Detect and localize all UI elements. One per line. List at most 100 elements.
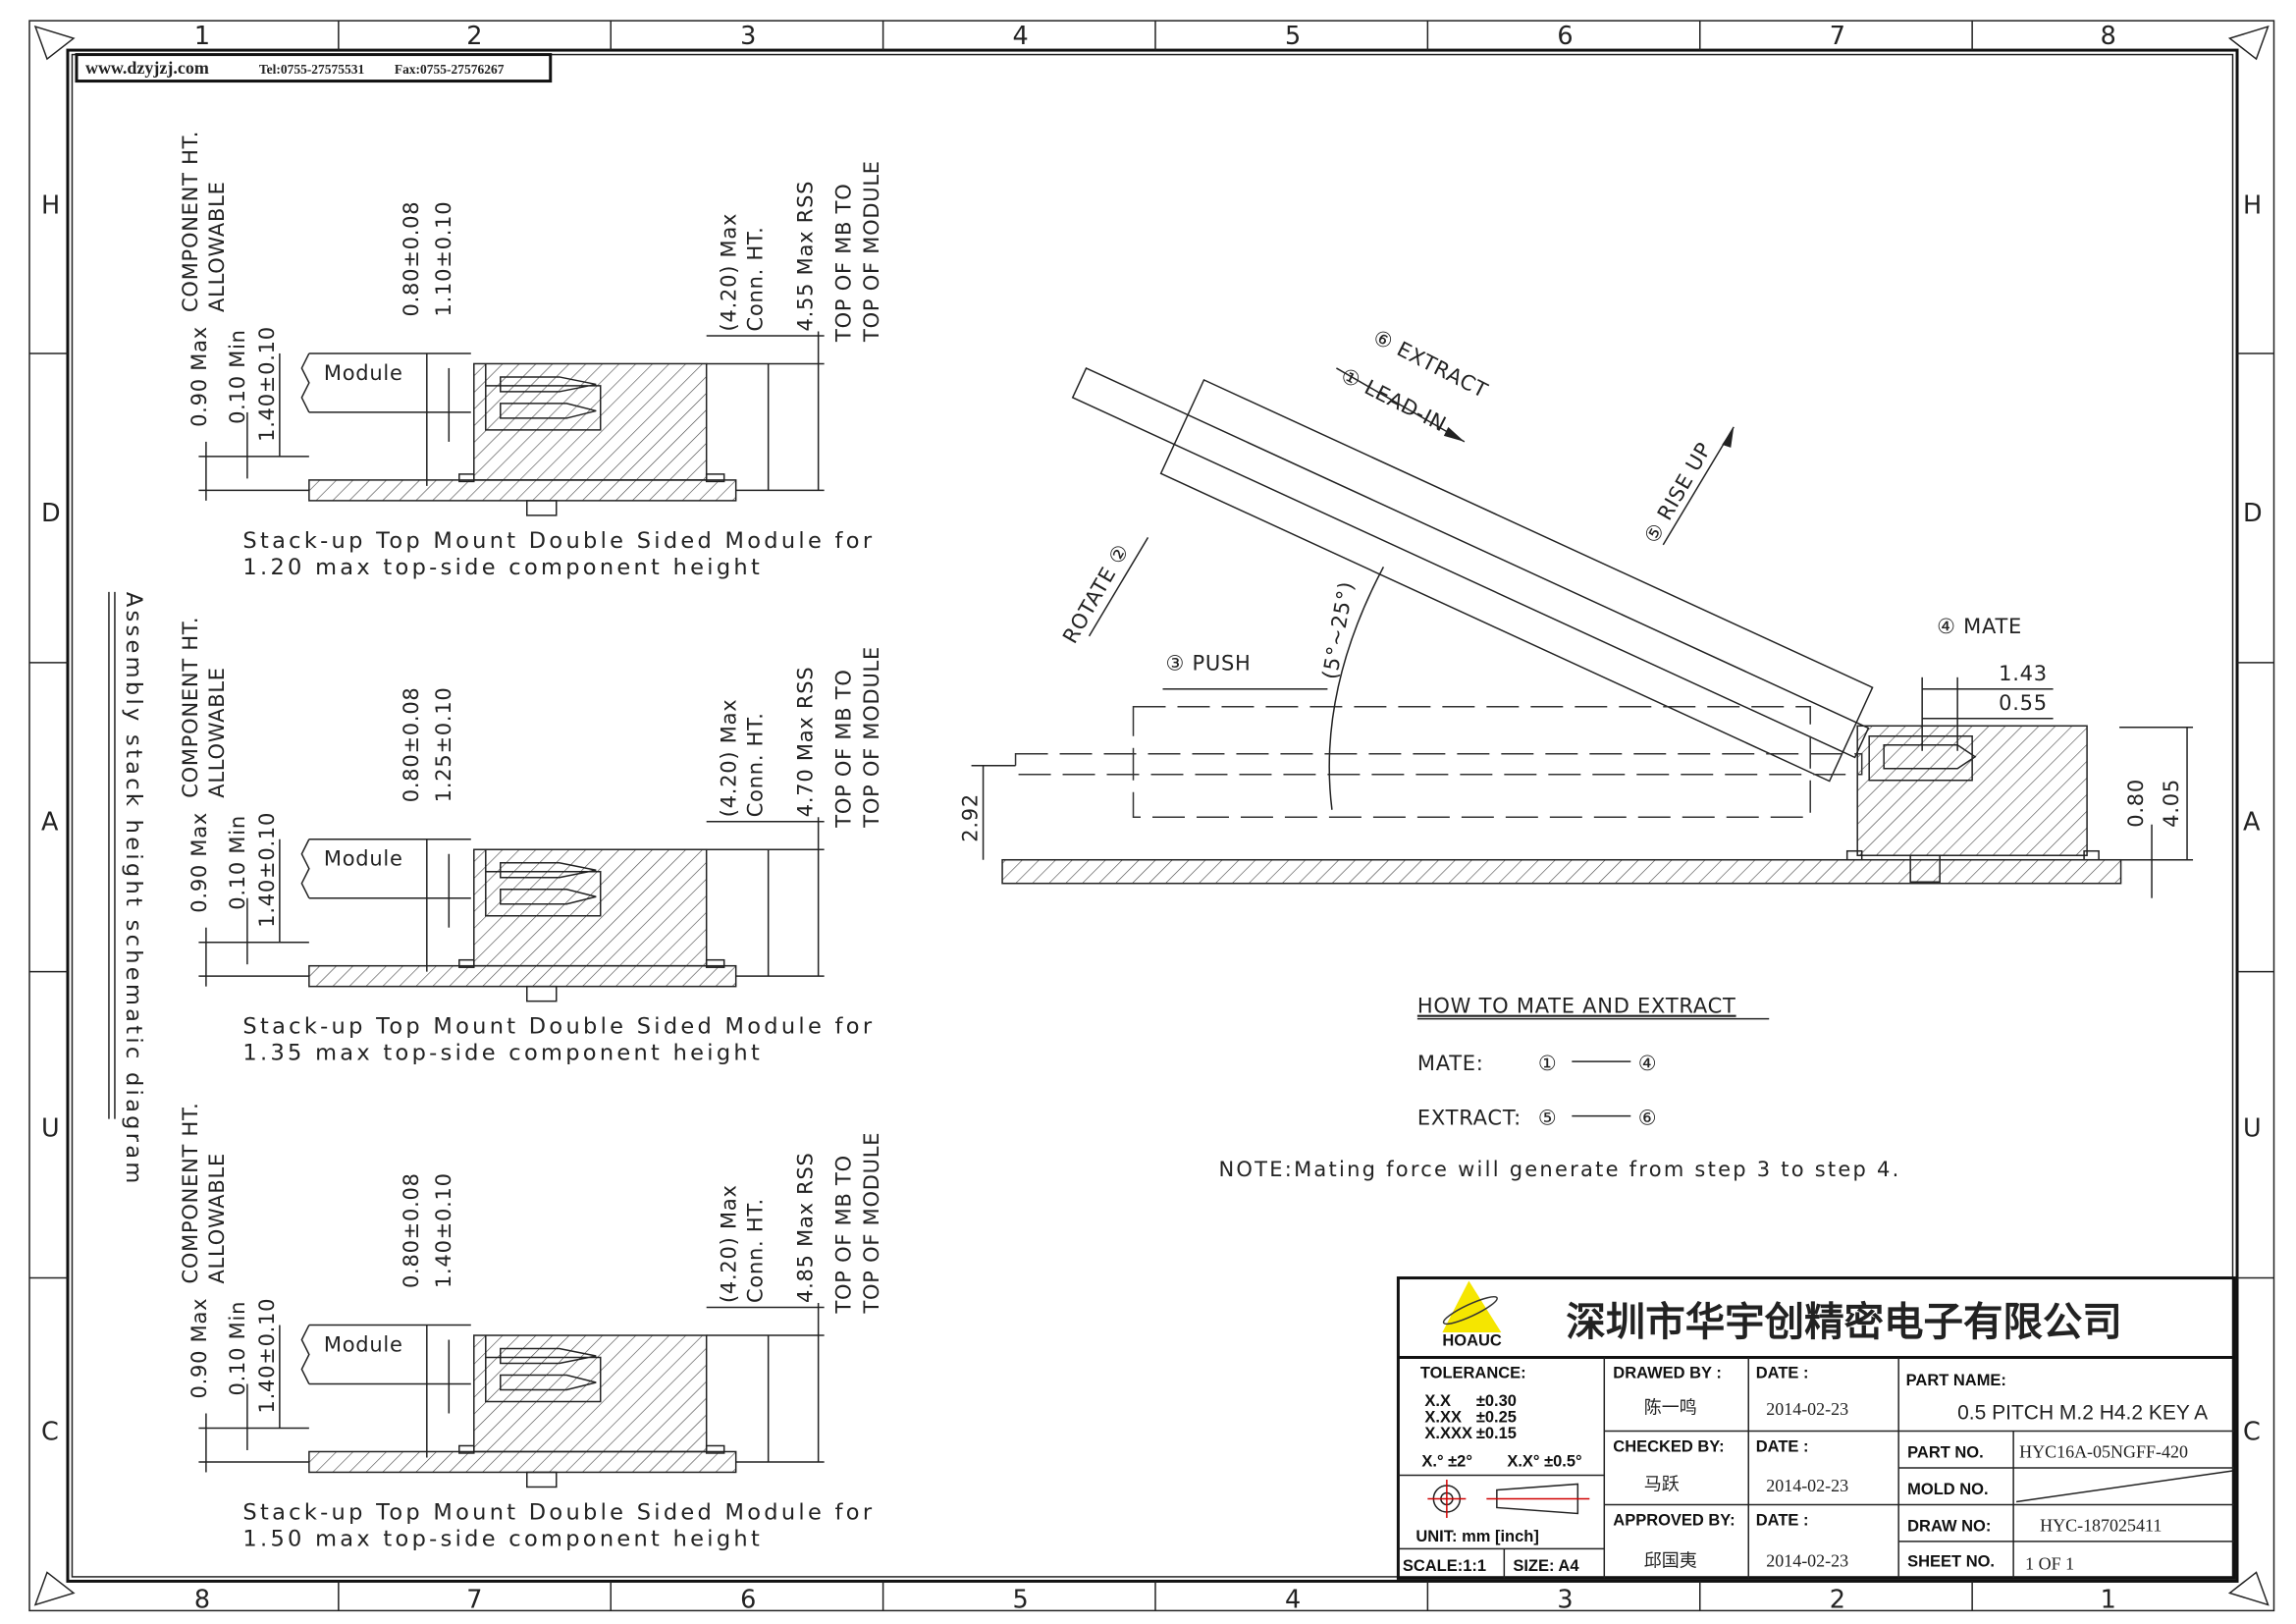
tel-text: Tel:0755-27575531 [259, 62, 365, 77]
corner-arrow-icon [33, 1571, 76, 1606]
drawed-by-label: DRAWED BY : [1613, 1365, 1722, 1382]
dim-1-43: 1.43 [1999, 662, 2048, 685]
approved-by: 邱国夷 [1644, 1550, 1697, 1570]
stackup-caption: 1.50 max top-side component height [242, 1526, 763, 1551]
connector-body [473, 1334, 708, 1453]
zone-row-label: H [41, 191, 60, 221]
dimension-gap: 0.10 Min [226, 815, 249, 910]
dimension-conn-1: (4.20) Max [718, 213, 741, 332]
side-label: Assembly stack height schematic diagram [108, 592, 146, 1187]
unit-text: UNIT: mm [inch] [1415, 1528, 1538, 1545]
mold-no-label: MOLD NO. [1907, 1481, 1988, 1498]
angle-arc [1328, 567, 1385, 810]
tolerance-format: X.XXX [1424, 1425, 1472, 1442]
date-label: DATE : [1756, 1365, 1809, 1382]
dimension-rss: 4.55 Max RSS [794, 181, 818, 332]
dimension-rss: 4.85 Max RSS [794, 1152, 818, 1303]
motherboard [308, 479, 737, 502]
dimension-allowable-1: COMPONENT HT. [179, 617, 202, 798]
angle-tolerance: X.X° ±0.5° [1507, 1452, 1581, 1470]
extract-steps-label: EXTRACT: [1417, 1107, 1522, 1130]
dim-2-92: 2.92 [959, 793, 983, 842]
zone-column-label: 5 [1285, 22, 1301, 51]
zone-column-label: 1 [2101, 1585, 2116, 1614]
dimension-pcb: 0.80±0.08 [400, 201, 423, 317]
dimension-top-2: TOP OF MODULE [860, 646, 883, 829]
module-outline [300, 1324, 471, 1385]
rotate-arrow-icon [1088, 536, 1149, 637]
dim-0-55: 0.55 [1999, 691, 2048, 715]
drawing-border [28, 20, 2275, 1612]
dimension-rss: 4.70 Max RSS [794, 667, 818, 818]
module-outline [300, 838, 471, 899]
zone-row-label: U [2243, 1114, 2262, 1144]
zone-column-label: 8 [194, 1585, 210, 1614]
dimension-gap: 0.10 Min [226, 329, 249, 424]
stackup-caption: Stack-up Top Mount Double Sided Module f… [242, 528, 875, 554]
zone-row-label: H [2243, 191, 2262, 221]
mate-label: ④ MATE [1937, 615, 2022, 638]
angle-tolerance: X.° ±2° [1421, 1452, 1472, 1470]
sheet-no-label: SHEET NO. [1907, 1552, 1995, 1570]
step-end: ⑥ [1638, 1107, 1658, 1130]
zone-column-label: 7 [1830, 22, 1845, 51]
zone-column-label: 2 [1830, 1585, 1845, 1614]
tolerance-label: TOLERANCE: [1420, 1365, 1526, 1382]
size-text: SIZE: A4 [1513, 1557, 1579, 1575]
checked-by: 马跃 [1644, 1474, 1680, 1493]
zone-column-label: 2 [466, 22, 482, 51]
draw-no: HYC-187025411 [2040, 1515, 2162, 1535]
dimension-top-2: TOP OF MODULE [860, 1132, 883, 1315]
dimension-module-ht: 1.40±0.10 [255, 812, 279, 928]
company-logo: HOAUC [1442, 1280, 1502, 1350]
dimension-allowable-1: COMPONENT HT. [179, 131, 202, 312]
zone-row-label: C [41, 1417, 59, 1446]
dim-0-80: 0.80 [2124, 779, 2148, 828]
dimension-allowable-2: ALLOWABLE [205, 181, 229, 312]
dimension-top-1: TOP OF MB TO [832, 184, 856, 343]
part-name-label: PART NAME: [1906, 1372, 2006, 1389]
dimension-conn-2: Conn. HT. [744, 712, 768, 817]
stackup-caption: Stack-up Top Mount Double Sided Module f… [242, 1499, 875, 1525]
dimension-pcb: 0.80±0.08 [400, 1172, 423, 1288]
dimension-conn-2: Conn. HT. [744, 1198, 768, 1303]
dimension-top-1: TOP OF MB TO [832, 669, 856, 828]
checked-by-label: CHECKED BY: [1613, 1437, 1724, 1455]
projection-symbol-icon [1427, 1479, 1590, 1518]
zone-row-label: A [41, 808, 59, 838]
step-end: ④ [1638, 1052, 1658, 1075]
part-no: HYC16A-05NGFF-420 [2019, 1441, 2188, 1461]
date-checked: 2014-02-23 [1766, 1476, 1848, 1495]
dimension-top-1: TOP OF MB TO [832, 1155, 856, 1314]
sheet-no: 1 OF 1 [2025, 1553, 2074, 1573]
corner-arrow-icon [33, 25, 76, 61]
module-label: Module [324, 1333, 403, 1357]
dimension-module-ht: 1.40±0.10 [255, 326, 279, 442]
logo-text: HOAUC [1442, 1332, 1502, 1350]
zone-column-label: 5 [1013, 1585, 1029, 1614]
fax-text: Fax:0755-27576267 [395, 62, 505, 77]
corner-arrow-icon [2227, 1571, 2269, 1606]
step-start: ① [1538, 1052, 1558, 1075]
date-approved: 2014-02-23 [1766, 1550, 1848, 1570]
tilted-module [1071, 366, 1870, 759]
dimension-conn-2: Conn. HT. [744, 226, 768, 331]
mate-steps-label: MATE: [1417, 1052, 1484, 1075]
connector-body [473, 848, 708, 967]
dimension-top-2: TOP OF MODULE [860, 160, 883, 343]
zone-column-label: 4 [1285, 1585, 1301, 1614]
dimension-pcb: 0.80±0.08 [400, 686, 423, 802]
tolerance-value: ±0.30 [1476, 1392, 1517, 1410]
tolerance-value: ±0.15 [1476, 1425, 1517, 1442]
dimension-allowable-1: COMPONENT HT. [179, 1102, 202, 1283]
dimension-min-clear: 0.90 Max [187, 1298, 211, 1399]
date-drawed: 2014-02-23 [1766, 1399, 1848, 1419]
motherboard [308, 964, 737, 988]
stackup-caption: 1.20 max top-side component height [242, 555, 763, 580]
dimension-module-top: 1.25±0.10 [432, 686, 455, 802]
module-outline [300, 352, 471, 413]
